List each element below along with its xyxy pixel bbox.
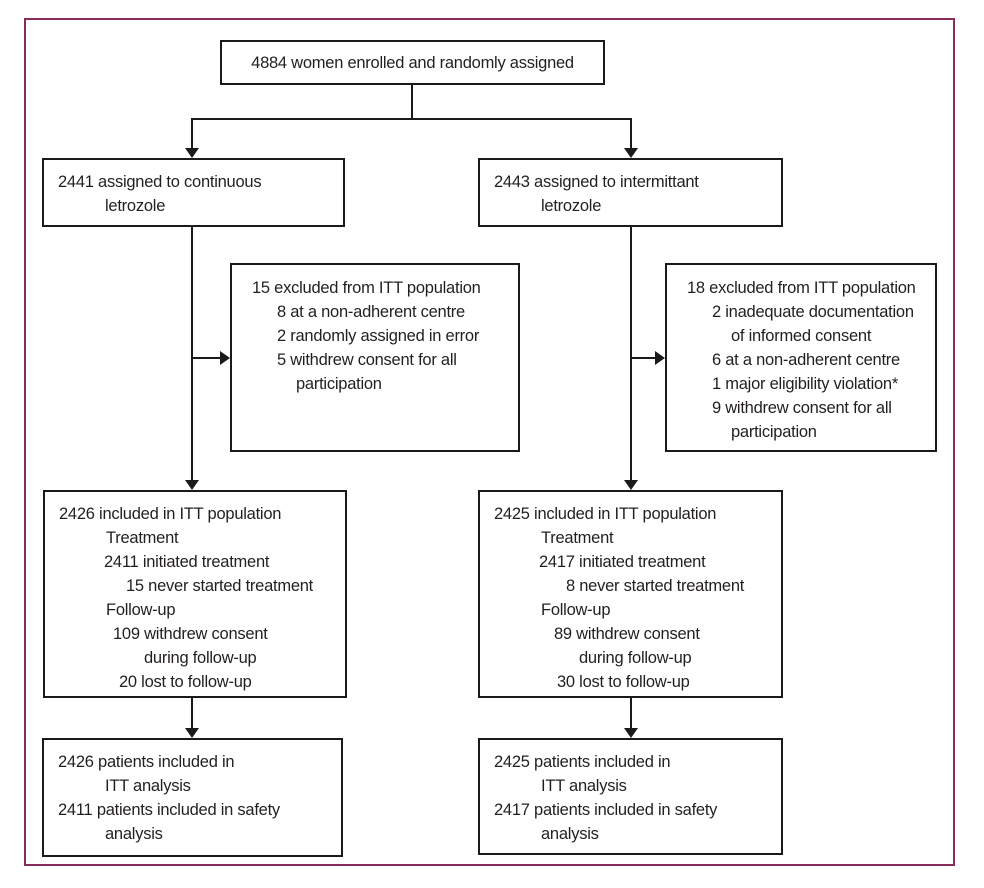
box-line: 15 never started treatment bbox=[126, 577, 314, 595]
box-line: participation bbox=[731, 423, 817, 441]
box-enrolled: 4884 women enrolled and randomly assigne… bbox=[220, 40, 605, 85]
box-line: 2411 patients included in safety bbox=[58, 801, 280, 819]
box-analysis-intermittent: 2425 patients included in ITT analysis 241… bbox=[478, 738, 783, 855]
box-line: Follow-up bbox=[106, 601, 176, 619]
box-line: analysis bbox=[105, 825, 163, 843]
box-line: ITT analysis bbox=[541, 777, 627, 795]
arrow-down-icon bbox=[185, 728, 199, 738]
box-line: 9 withdrew consent for all bbox=[712, 399, 892, 417]
box-line: 1 major eligibility violation* bbox=[712, 375, 899, 393]
box-line: letrozole bbox=[541, 197, 602, 215]
arrow-right-icon bbox=[655, 351, 665, 365]
box-line: 2441 assigned to continuous bbox=[58, 173, 262, 191]
box-excluded-continuous: 15 excluded from ITT population 8 at a no… bbox=[230, 263, 520, 452]
box-excluded-intermittent: 18 excluded from ITT population 2 inadequ… bbox=[665, 263, 937, 452]
box-analysis-continuous: 2426 patients included in ITT analysis 241… bbox=[42, 738, 343, 857]
connector-left-exclusion-branch bbox=[192, 357, 221, 359]
box-line: 4884 women enrolled and randomly assigne… bbox=[251, 53, 574, 72]
box-line: 6 at a non-adherent centre bbox=[712, 351, 900, 369]
box-line: 20 lost to follow-up bbox=[119, 673, 252, 691]
arrow-down-icon bbox=[185, 480, 199, 490]
connector-split-rail bbox=[191, 118, 632, 120]
connector-left-itt-to-analysis bbox=[191, 698, 193, 729]
box-line: of informed consent bbox=[731, 327, 872, 345]
box-line: 5 withdrew consent for all bbox=[277, 351, 457, 369]
connector-right-assigned-to-itt bbox=[630, 227, 632, 481]
box-line: 2443 assigned to intermittant bbox=[494, 173, 699, 191]
box-line: Treatment bbox=[541, 529, 614, 547]
box-line: 2 randomly assigned in error bbox=[277, 327, 480, 345]
arrow-down-icon bbox=[624, 728, 638, 738]
box-line: 2426 patients included in bbox=[58, 753, 235, 771]
box-line: 2 inadequate documentation bbox=[712, 303, 914, 321]
box-line: 2425 patients included in bbox=[494, 753, 671, 771]
box-line: letrozole bbox=[105, 197, 166, 215]
box-line: 2426 included in ITT population bbox=[59, 505, 282, 523]
connector-enrolled-stem bbox=[411, 85, 413, 119]
box-line: 2417 patients included in safety bbox=[494, 801, 718, 819]
box-assigned-intermittent: 2443 assigned to intermittant letrozole bbox=[478, 158, 783, 227]
connector-right-drop bbox=[630, 118, 632, 149]
box-line: 8 never started treatment bbox=[566, 577, 745, 595]
box-line: analysis bbox=[541, 825, 599, 843]
arrow-right-icon bbox=[220, 351, 230, 365]
box-line: 30 lost to follow-up bbox=[557, 673, 690, 691]
arrow-down-icon bbox=[185, 148, 199, 158]
box-line: during follow-up bbox=[144, 649, 257, 667]
connector-left-assigned-to-itt bbox=[191, 227, 193, 481]
box-line: Treatment bbox=[106, 529, 179, 547]
box-line: ITT analysis bbox=[105, 777, 191, 795]
box-line: 18 excluded from ITT population bbox=[687, 279, 916, 297]
box-line: 89 withdrew consent bbox=[554, 625, 700, 643]
box-line: 2411 initiated treatment bbox=[104, 553, 270, 571]
box-line: 8 at a non-adherent centre bbox=[277, 303, 465, 321]
box-line: Follow-up bbox=[541, 601, 611, 619]
box-line: 15 excluded from ITT population bbox=[252, 279, 481, 297]
box-assigned-continuous: 2441 assigned to continuous letrozole bbox=[42, 158, 345, 227]
box-line: 2417 initiated treatment bbox=[539, 553, 706, 571]
arrow-down-icon bbox=[624, 148, 638, 158]
box-line: participation bbox=[296, 375, 382, 393]
connector-right-exclusion-branch bbox=[631, 357, 657, 359]
connector-left-drop bbox=[191, 118, 193, 149]
box-line: 2425 included in ITT population bbox=[494, 505, 717, 523]
arrow-down-icon bbox=[624, 480, 638, 490]
box-line: during follow-up bbox=[579, 649, 692, 667]
box-line: 109 withdrew consent bbox=[113, 625, 268, 643]
connector-right-itt-to-analysis bbox=[630, 698, 632, 729]
